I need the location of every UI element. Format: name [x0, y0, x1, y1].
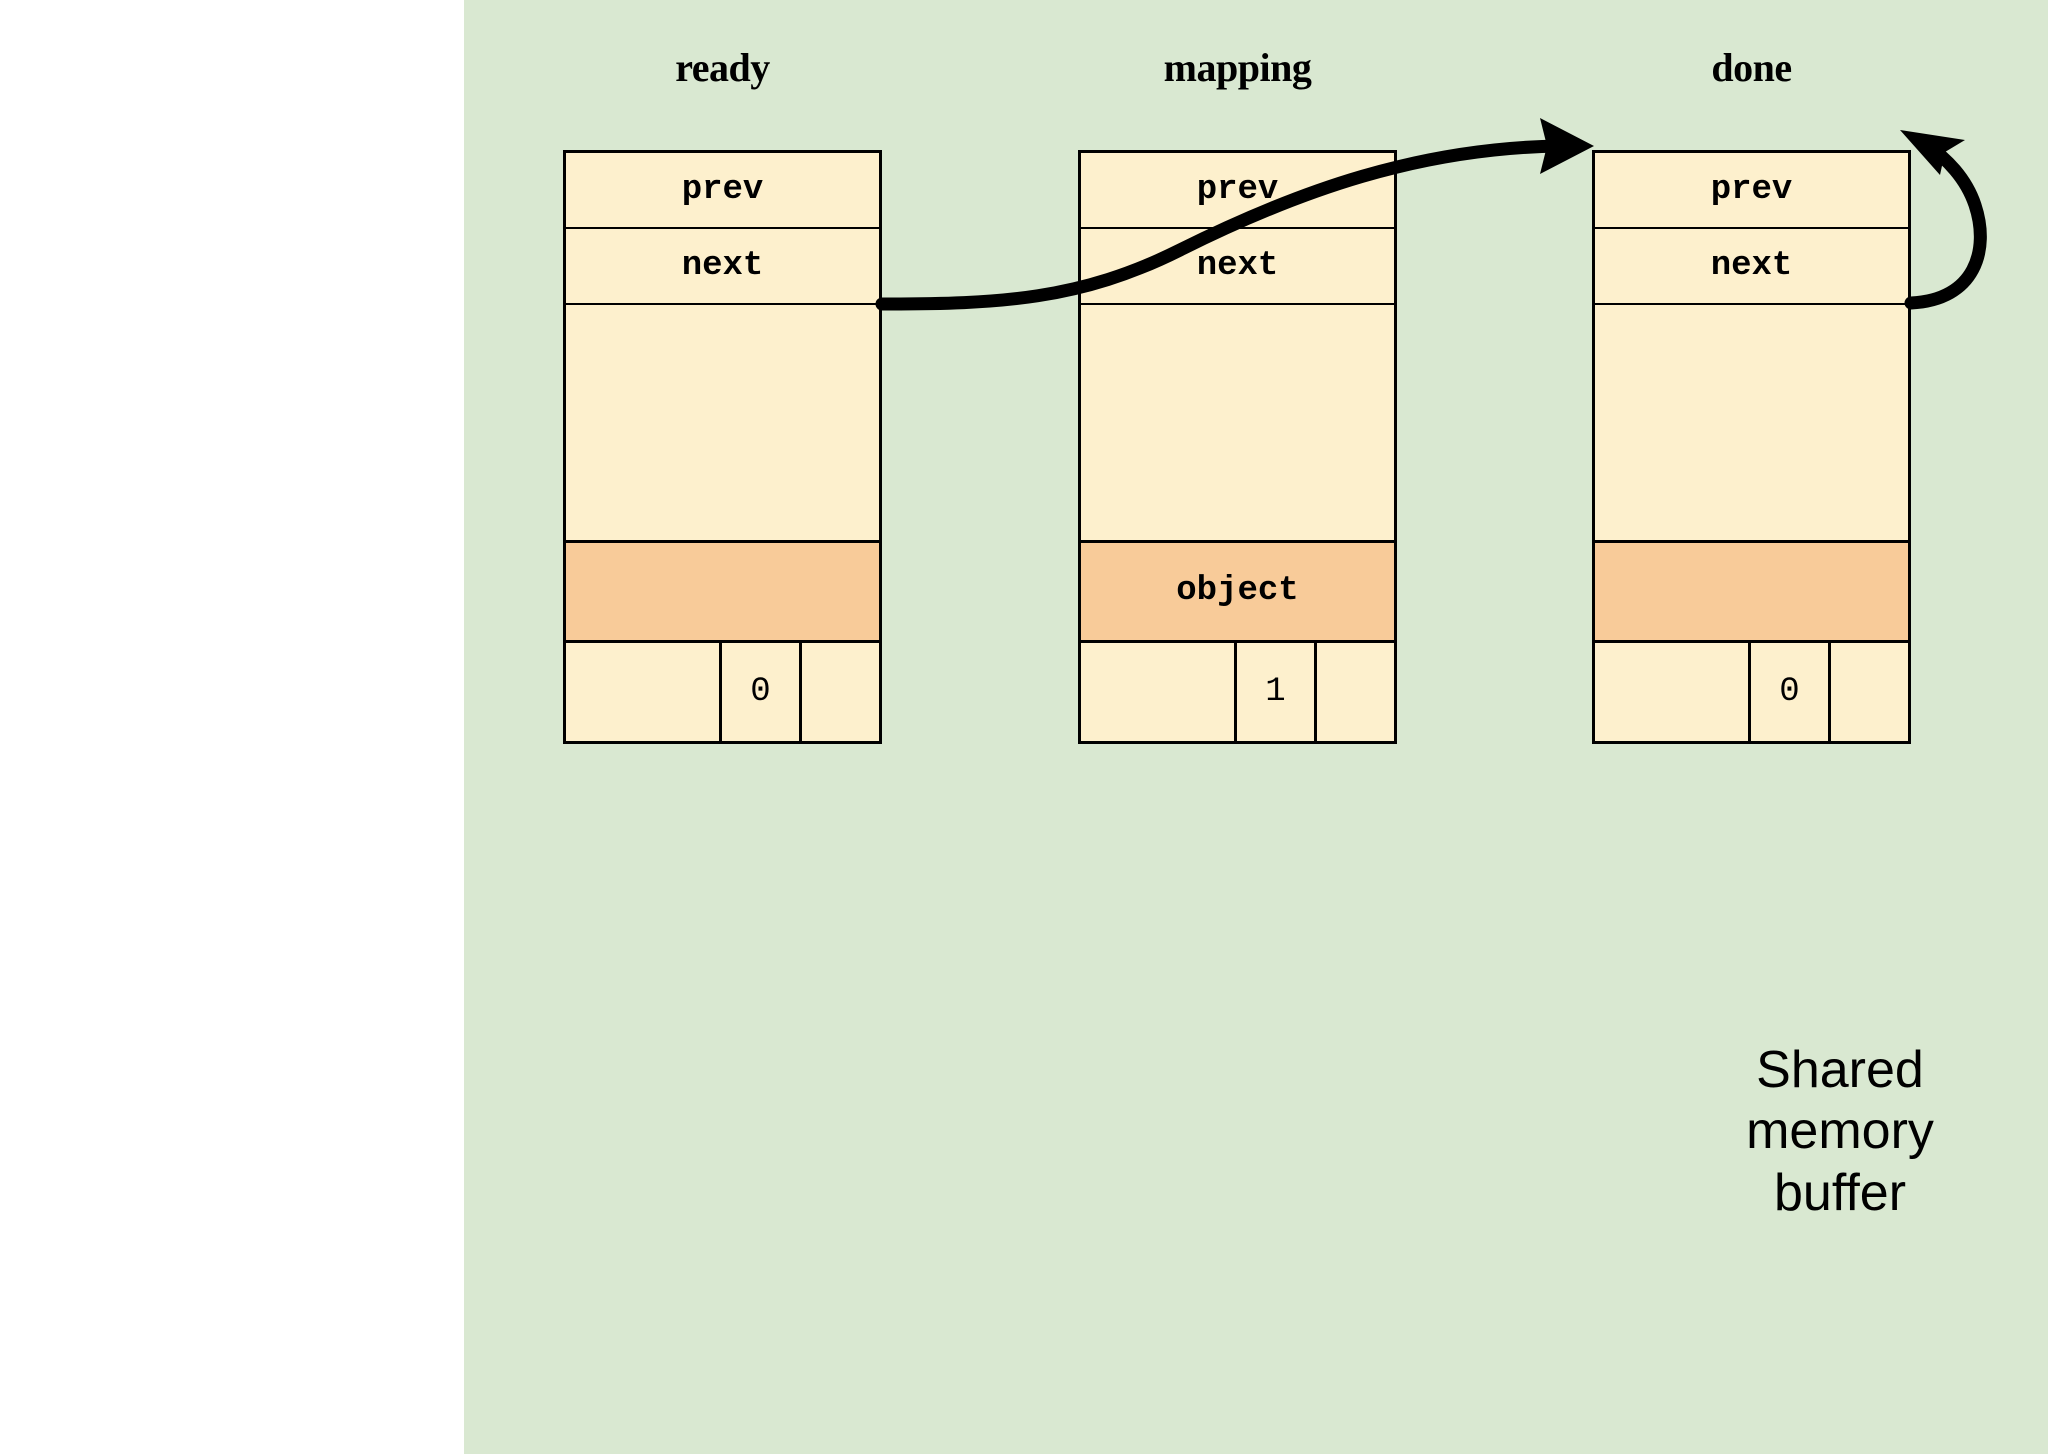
- footer-cell-right: [1831, 642, 1908, 741]
- footer-cell-left: [1081, 642, 1237, 741]
- footer-cell-right: [1317, 642, 1394, 741]
- node-title-ready: ready: [675, 45, 770, 90]
- field-prev: prev: [1595, 153, 1908, 229]
- caption-line-1: Shared: [1756, 1041, 1924, 1099]
- field-object: [566, 543, 879, 643]
- footer-cell-refcount: 0: [1751, 642, 1831, 741]
- field-prev: prev: [566, 153, 879, 229]
- field-footer-row: 1: [1081, 642, 1394, 741]
- field-blank: [1081, 305, 1394, 544]
- node-box-mapping[interactable]: prev next object 1: [1078, 150, 1397, 744]
- footer-cell-left: [1595, 642, 1751, 741]
- field-blank: [566, 305, 879, 544]
- footer-cell-refcount: 1: [1237, 642, 1317, 741]
- footer-cell-right: [802, 642, 879, 741]
- caption-line-2: memory: [1746, 1102, 1934, 1161]
- node-title-done: done: [1711, 45, 1792, 90]
- field-footer-row: 0: [1595, 642, 1908, 741]
- field-next: next: [566, 228, 879, 306]
- field-object: [1595, 543, 1908, 643]
- node-box-done[interactable]: prev next 0: [1592, 150, 1911, 744]
- field-footer-row: 0: [566, 642, 879, 741]
- field-next: next: [1081, 228, 1394, 306]
- node-box-ready[interactable]: prev next 0: [563, 150, 882, 744]
- shared-memory-buffer-caption: Shared memory buffer: [1700, 1040, 1980, 1224]
- footer-cell-left: [566, 642, 722, 741]
- field-object: object: [1081, 543, 1394, 643]
- caption-line-3: buffer: [1773, 1163, 1907, 1222]
- field-blank: [1595, 305, 1908, 544]
- node-title-mapping: mapping: [1163, 45, 1312, 90]
- footer-cell-refcount: 0: [722, 642, 802, 741]
- field-next: next: [1595, 228, 1908, 306]
- field-prev: prev: [1081, 153, 1394, 229]
